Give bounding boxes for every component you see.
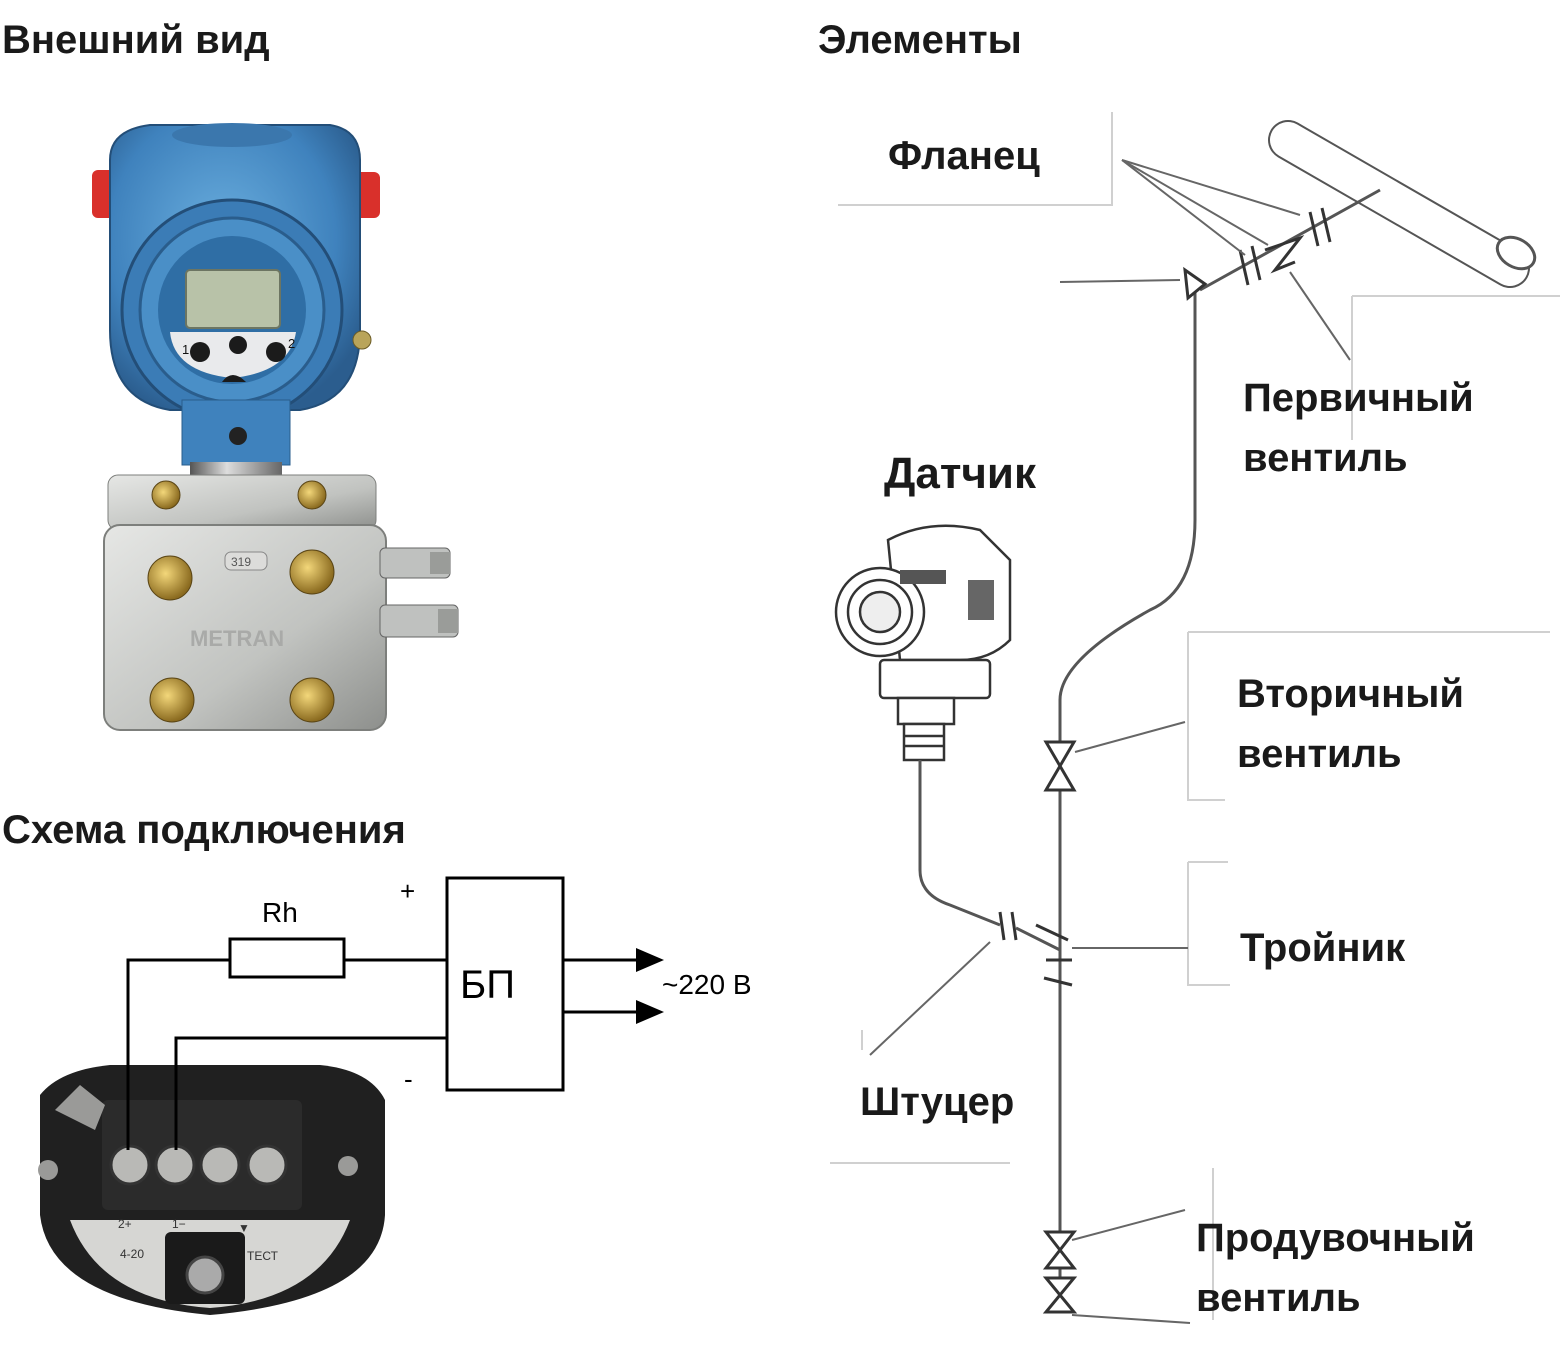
label-flange: Фланец <box>888 134 1040 178</box>
bolt-icon <box>149 677 195 723</box>
terminal-label-arrow: ▼ <box>238 1221 250 1235</box>
display-button-1-icon <box>190 342 210 362</box>
heading-wiring: Схема подключения <box>2 808 406 852</box>
label-purge-valve: Продувочный вентиль <box>1196 1208 1475 1328</box>
terminal-block <box>40 1065 385 1315</box>
heading-elements: Элементы <box>818 18 1022 62</box>
display-label-1: 1 <box>182 342 189 357</box>
body-mark-brand: METRAN <box>190 626 284 651</box>
label-purge-valve-line1: Продувочный <box>1196 1216 1475 1260</box>
process-pipe <box>1268 120 1537 288</box>
label-sensor: Датчик <box>884 449 1036 498</box>
arrow-right-icon <box>636 1000 664 1024</box>
left-cap-icon <box>92 170 120 218</box>
arrow-right-icon <box>636 948 664 972</box>
impulse-line <box>1058 292 1197 1310</box>
terminal-label-current: 4-20 <box>120 1247 144 1261</box>
bolt-icon <box>289 677 335 723</box>
sensor-drawing <box>834 524 1012 762</box>
label-fitting: Штуцер <box>860 1080 1015 1124</box>
impulse-line-top <box>1199 188 1381 292</box>
power-supply-box <box>445 876 565 1092</box>
display-button-2-icon <box>266 342 286 362</box>
bolt-icon <box>289 549 335 595</box>
test-screw-icon <box>185 1255 225 1295</box>
resistor-label: Rh <box>262 897 298 928</box>
terminal-label-minus: 1− <box>172 1217 186 1231</box>
secondary-valve-icon <box>1043 740 1077 792</box>
bolt-icon <box>147 555 193 601</box>
terminal-screw-icon <box>199 1144 241 1186</box>
side-fitting-icon <box>379 547 451 579</box>
sensor-body <box>103 524 387 731</box>
label-secondary-valve: Вторичный вентиль <box>1237 664 1464 784</box>
resistor-rh <box>228 937 346 979</box>
purge-valve-icon <box>1042 1230 1078 1270</box>
sensor-impulse-line <box>918 760 1001 927</box>
supply-voltage-label: ~220 В <box>662 969 752 1000</box>
sensor-body-top <box>107 474 377 531</box>
front-cover <box>120 198 344 422</box>
label-primary-valve-line2: вентиль <box>1243 436 1408 480</box>
label-tee: Тройник <box>1240 926 1406 970</box>
terminal-label-test: ТЕСТ <box>247 1249 279 1263</box>
body-mark-number: 319 <box>231 555 251 569</box>
side-fitting-icon <box>379 604 459 638</box>
minus-label: - <box>404 1064 413 1094</box>
terminal-screw-icon <box>109 1144 151 1186</box>
primary-valve-icon <box>1183 266 1208 301</box>
wire-minus <box>174 1036 448 1150</box>
transmitter-housing <box>109 124 361 411</box>
tee-icon <box>998 911 1073 987</box>
label-purge-valve-line2: вентиль <box>1196 1276 1361 1320</box>
wire-plus <box>126 958 230 1150</box>
plus-label: + <box>400 876 415 906</box>
label-secondary-valve-line2: вентиль <box>1237 732 1402 776</box>
terminal-label-plus: 2+ <box>118 1217 132 1231</box>
flange-icon <box>1238 207 1332 286</box>
lcd-display <box>185 269 281 329</box>
terminal-screw-icon <box>154 1144 196 1186</box>
right-cap-icon <box>350 172 380 218</box>
label-primary-valve: Первичный вентиль <box>1243 368 1474 488</box>
display-button-center-icon <box>229 336 247 354</box>
terminal-screw-icon <box>246 1144 288 1186</box>
heading-appearance: Внешний вид <box>2 18 270 62</box>
power-supply-label: БП <box>460 963 515 1007</box>
label-primary-valve-line1: Первичный <box>1243 376 1474 420</box>
display-label-2: 2 <box>288 336 295 351</box>
label-secondary-valve-line1: Вторичный <box>1237 672 1465 716</box>
